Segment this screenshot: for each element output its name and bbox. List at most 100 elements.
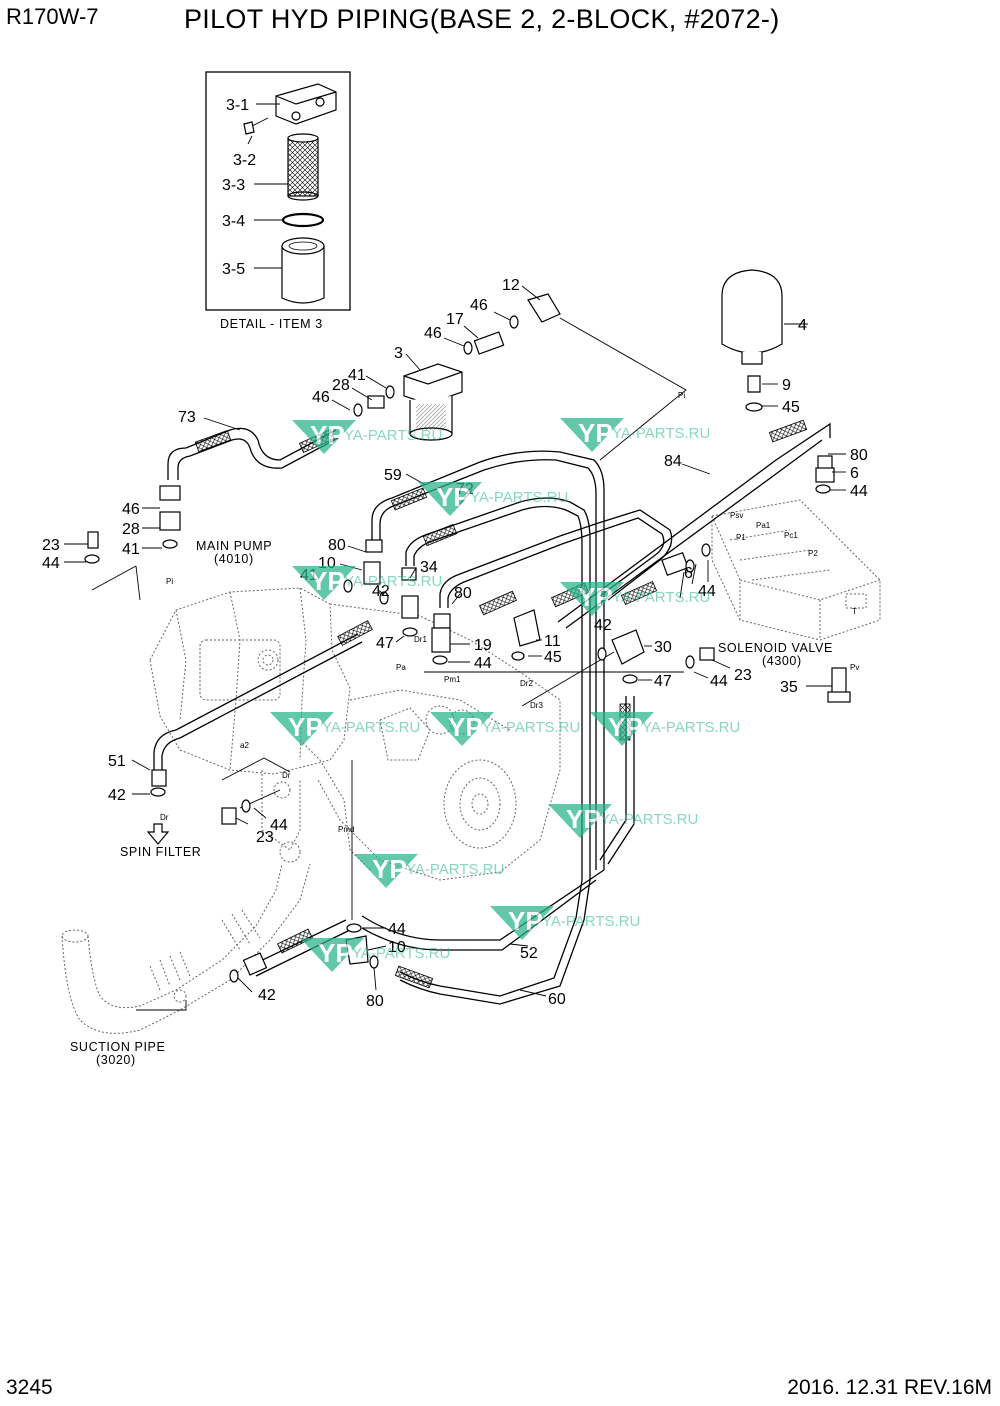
callout-6: 6 bbox=[850, 465, 859, 482]
filter-element-detail bbox=[287, 133, 319, 201]
svg-text:P2: P2 bbox=[808, 549, 818, 558]
svg-text:T: T bbox=[852, 607, 857, 616]
svg-text:Dr2: Dr2 bbox=[520, 679, 533, 688]
svg-text:Dr1: Dr1 bbox=[414, 635, 427, 644]
callout-80: 80 bbox=[454, 585, 472, 602]
hose-51 bbox=[153, 620, 373, 770]
thin-lines bbox=[91, 317, 687, 1011]
callout-46: 46 bbox=[312, 389, 330, 406]
fittings-near-filter bbox=[353, 293, 561, 417]
callout-60: 60 bbox=[548, 991, 566, 1008]
detail-caption: DETAIL - ITEM 3 bbox=[220, 317, 323, 331]
caption-solenoid-valve-ref: (4300) bbox=[762, 654, 802, 668]
revision-date: 2016. 12.31 REV.16M bbox=[787, 1376, 992, 1399]
callout-44: 44 bbox=[388, 921, 406, 938]
pipe-59 bbox=[371, 450, 605, 870]
watermark-1: YP YA-PARTS.RU bbox=[292, 420, 442, 454]
callout-46: 46 bbox=[424, 325, 442, 342]
callout-23: 23 bbox=[734, 667, 752, 684]
svg-text:YP: YP bbox=[310, 566, 345, 596]
pipe-72 bbox=[405, 497, 591, 880]
svg-text:YP: YP bbox=[310, 420, 345, 450]
callout-6: 6 bbox=[684, 565, 693, 582]
callout-44: 44 bbox=[474, 655, 492, 672]
callout-47: 47 bbox=[376, 635, 394, 652]
svg-text:Pc1: Pc1 bbox=[784, 531, 798, 540]
page-number: 3245 bbox=[6, 1376, 53, 1399]
leader-lines bbox=[64, 285, 846, 997]
callout-42: 42 bbox=[108, 787, 126, 804]
callout-3: 3 bbox=[394, 345, 403, 362]
caption-main-pump: MAIN PUMP bbox=[196, 539, 272, 553]
svg-text:YA-PARTS.RU: YA-PARTS.RU bbox=[470, 489, 568, 506]
callout-44: 44 bbox=[270, 817, 288, 834]
svg-text:YA-PARTS.RU: YA-PARTS.RU bbox=[322, 719, 420, 736]
svg-text:Pa1: Pa1 bbox=[756, 521, 771, 530]
svg-text:YA-PARTS.RU: YA-PARTS.RU bbox=[406, 861, 504, 878]
svg-text:YP: YP bbox=[318, 938, 353, 968]
callout-19: 19 bbox=[474, 637, 492, 654]
hose-80-center bbox=[439, 509, 673, 616]
watermark-6: YP YA-PARTS.RU bbox=[270, 712, 420, 746]
callout-10: 10 bbox=[388, 939, 406, 956]
callout-11: 11 bbox=[544, 633, 561, 650]
callout-51: 51 bbox=[108, 753, 126, 770]
svg-text:Pi: Pi bbox=[166, 577, 173, 586]
callout-59: 59 bbox=[384, 467, 402, 484]
watermark-11: YP YA-PARTS.RU bbox=[300, 938, 450, 972]
svg-text:YP: YP bbox=[578, 418, 613, 448]
svg-text:Dr: Dr bbox=[160, 813, 169, 822]
fittings bbox=[84, 455, 835, 983]
callouts: 12 46 17 46 3 41 28 46 4 9 45 73 80 6 44… bbox=[42, 277, 868, 1010]
svg-text:Dr: Dr bbox=[282, 771, 291, 780]
watermark-3: YP YA-PARTS.RU bbox=[418, 482, 568, 516]
pipe-52 bbox=[361, 869, 605, 951]
caption-suction-pipe-ref: (3020) bbox=[96, 1053, 136, 1067]
callout-23: 23 bbox=[256, 829, 274, 846]
caption-spin-filter: SPIN FILTER bbox=[120, 845, 201, 859]
svg-text:Pi: Pi bbox=[678, 391, 685, 400]
callout-44: 44 bbox=[42, 555, 60, 572]
svg-text:a2: a2 bbox=[240, 741, 249, 750]
suction-pipe-outline bbox=[61, 863, 311, 1034]
watermark-8: YP YA-PARTS.RU bbox=[590, 712, 740, 746]
detail-box bbox=[205, 71, 351, 311]
port-marks: Pi Pi Dr1 Pa Pm1 Dr2 Dr3 Psv Pa1 Pc1 P2 … bbox=[160, 391, 859, 834]
callout-3-2: 3-2 bbox=[233, 152, 256, 169]
callout-3-1: 3-1 bbox=[226, 97, 249, 114]
suction-hose bbox=[249, 919, 351, 977]
svg-text:YA-PARTS.RU: YA-PARTS.RU bbox=[600, 811, 698, 828]
svg-text:YP: YP bbox=[288, 712, 323, 742]
svg-text:Dr3: Dr3 bbox=[530, 701, 543, 710]
callout-23: 23 bbox=[42, 537, 60, 554]
svg-text:YP: YP bbox=[578, 582, 613, 612]
svg-text:YA-PARTS.RU: YA-PARTS.RU bbox=[344, 427, 442, 444]
callout-28: 28 bbox=[122, 521, 140, 538]
callout-46: 46 bbox=[470, 297, 488, 314]
svg-text:Pm1: Pm1 bbox=[444, 675, 461, 684]
callout-9: 9 bbox=[782, 377, 791, 394]
callout-42: 42 bbox=[372, 583, 390, 600]
svg-text:YA-PARTS.RU: YA-PARTS.RU bbox=[542, 913, 640, 930]
svg-text:P1: P1 bbox=[736, 533, 746, 542]
caption-suction-pipe: SUCTION PIPE bbox=[70, 1040, 165, 1054]
watermark-10: YP YA-PARTS.RU bbox=[354, 854, 504, 888]
callout-45: 45 bbox=[544, 649, 562, 666]
callout-30: 30 bbox=[654, 639, 672, 656]
filter-bowl-detail bbox=[281, 237, 325, 304]
callout-44: 44 bbox=[698, 583, 716, 600]
svg-text:Pv: Pv bbox=[850, 663, 859, 672]
svg-text:YP: YP bbox=[508, 906, 543, 936]
watermark-9: YP YA-PARTS.RU bbox=[548, 804, 698, 838]
svg-text:Pa: Pa bbox=[396, 663, 406, 672]
hose-84 bbox=[557, 419, 831, 629]
callout-17: 17 bbox=[446, 311, 464, 328]
svg-text:YA-PARTS.RU: YA-PARTS.RU bbox=[612, 425, 710, 442]
svg-text:YP: YP bbox=[608, 712, 643, 742]
callout-45: 45 bbox=[782, 399, 800, 416]
svg-text:YA-PARTS.RU: YA-PARTS.RU bbox=[482, 719, 580, 736]
callout-47: 47 bbox=[654, 673, 672, 690]
watermark-2: YP YA-PARTS.RU bbox=[560, 418, 710, 452]
callout-84: 84 bbox=[664, 453, 682, 470]
callout-80: 80 bbox=[328, 537, 346, 554]
